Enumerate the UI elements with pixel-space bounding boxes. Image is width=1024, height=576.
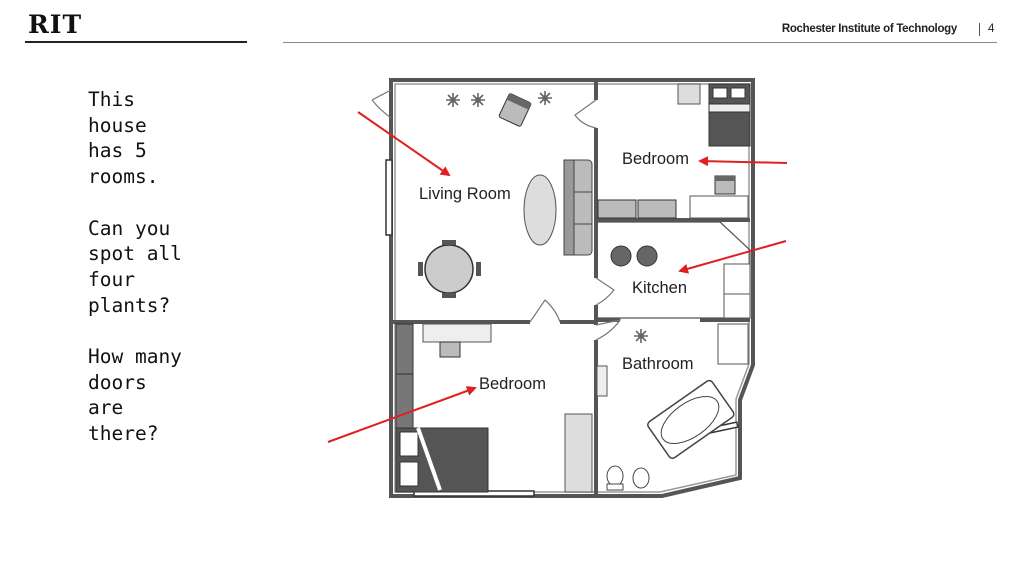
toilet-icon	[632, 467, 650, 489]
floor-plan: Living Room Bedroom Kitchen Bedroom Bath…	[327, 78, 788, 498]
institute-name: Rochester Institute of Technology	[781, 23, 957, 35]
wardrobe	[564, 413, 593, 493]
shower	[717, 323, 749, 365]
arrow-bedroom-top	[698, 156, 788, 167]
living-room-furniture	[418, 90, 593, 298]
chair-icon	[498, 93, 532, 127]
prompt-text: This house has 5 rooms. Can you spot all…	[88, 87, 248, 473]
kitchen-furniture	[598, 221, 751, 319]
arrow-kitchen	[678, 240, 787, 274]
sofa-icon	[563, 159, 593, 256]
interior-walls	[393, 82, 750, 494]
room-label-kitchen: Kitchen	[632, 279, 687, 297]
pointer-arrows	[327, 111, 788, 443]
plant-icon	[633, 328, 649, 344]
rug	[523, 174, 557, 246]
arrow-living-room	[357, 111, 451, 177]
bed-icon	[395, 427, 489, 493]
room-label-bathroom: Bathroom	[622, 355, 694, 373]
sink-icon	[596, 365, 608, 397]
table-icon	[418, 240, 481, 298]
bathtub-icon	[647, 379, 735, 459]
header-rule	[283, 42, 997, 43]
plant-icon	[470, 92, 486, 108]
logo-underline	[25, 41, 247, 43]
plant-icon	[445, 92, 461, 108]
room-label-bedroom-top: Bedroom	[622, 150, 689, 168]
room-label-living: Living Room	[419, 185, 511, 203]
page-separator	[979, 23, 980, 36]
toilet-icon	[606, 465, 624, 491]
prompt-plants: Can you spot all four plants?	[88, 216, 182, 317]
bed-icon	[708, 83, 751, 147]
top-bedroom-furniture	[597, 83, 751, 219]
plant-icon	[537, 90, 553, 106]
prompt-doors: How many doors are there?	[88, 345, 182, 446]
chair-icon	[439, 341, 461, 358]
dresser	[597, 199, 677, 219]
chair-icon	[714, 175, 736, 195]
prompt-rooms: This house has 5 rooms.	[88, 88, 159, 189]
bathroom-furniture	[596, 323, 749, 491]
page-number: 4	[988, 23, 995, 35]
doors	[371, 89, 622, 341]
arrow-bedroom-bottom	[327, 386, 477, 443]
rit-logo: RIT	[28, 10, 83, 39]
bottom-bedroom-furniture	[395, 323, 593, 493]
desk	[689, 195, 749, 219]
room-label-bedroom-bottom: Bedroom	[479, 375, 546, 393]
